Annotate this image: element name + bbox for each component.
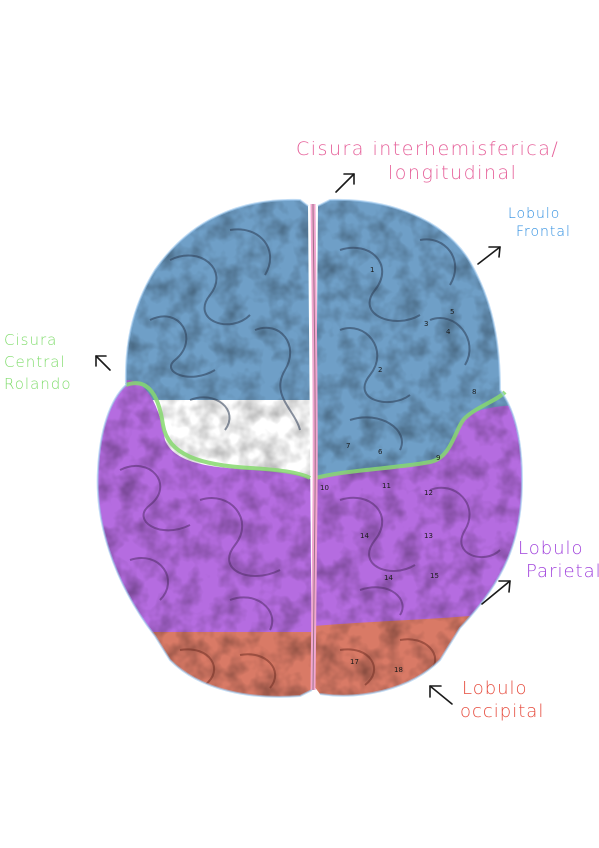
label-line: Lobulo bbox=[508, 206, 561, 222]
label-line: Cisura bbox=[4, 331, 58, 349]
right-hemisphere bbox=[314, 199, 522, 696]
label-parietal-lobe: Lobulo Parietal bbox=[518, 538, 599, 583]
label-line: Rolando bbox=[4, 374, 72, 393]
arrow-icon bbox=[335, 173, 355, 193]
left-hemisphere bbox=[97, 199, 312, 697]
central-sulcus-right bbox=[315, 390, 507, 480]
label-line: Parietal bbox=[526, 560, 599, 582]
gyrus-number: 17 bbox=[350, 658, 359, 666]
arrow-icon bbox=[477, 246, 501, 265]
label-line: occipital bbox=[460, 700, 545, 722]
gyrus-number: 8 bbox=[472, 388, 476, 396]
central-sulcus-left bbox=[125, 381, 311, 480]
gyrus-number: 14 bbox=[384, 574, 393, 582]
gyrus-number: 1 bbox=[370, 266, 374, 274]
label-central-sulcus: Cisura Central Rolando bbox=[4, 330, 72, 395]
label-occipital-lobe: Lobulo occipital bbox=[460, 678, 545, 723]
gyrus-number: 10 bbox=[320, 484, 329, 492]
label-line: longitudinal bbox=[388, 161, 518, 184]
label-frontal-lobe: Lobulo Frontal bbox=[508, 206, 571, 241]
gyrus-number: 7 bbox=[346, 442, 350, 450]
arrow-icon bbox=[481, 580, 511, 605]
label-line: Lobulo bbox=[462, 678, 528, 699]
gyrus-number: 5 bbox=[450, 308, 454, 316]
label-line: Central bbox=[4, 352, 66, 371]
gyrus-number: 3 bbox=[424, 320, 428, 328]
gyrus-number: 15 bbox=[430, 572, 439, 580]
label-line: Cisura interhemisferica/ bbox=[296, 138, 560, 160]
arrow-icon bbox=[429, 685, 453, 705]
label-line: Lobulo bbox=[518, 538, 584, 559]
gyrus-number: 14 bbox=[360, 532, 369, 540]
label-longitudinal-fissure: Cisura interhemisferica/ longitudinal bbox=[296, 138, 559, 186]
gyrus-number: 6 bbox=[378, 448, 383, 456]
gyrus-number: 13 bbox=[424, 532, 433, 540]
gyrus-number: 4 bbox=[446, 328, 451, 336]
label-line: Frontal bbox=[516, 223, 571, 240]
gyrus-number: 18 bbox=[394, 666, 403, 674]
gyrus-number: 9 bbox=[436, 454, 440, 462]
gyrus-number: 2 bbox=[378, 366, 382, 374]
gyrus-number: 11 bbox=[382, 482, 391, 490]
arrow-icon bbox=[95, 355, 111, 371]
gyrus-number: 12 bbox=[424, 489, 433, 497]
